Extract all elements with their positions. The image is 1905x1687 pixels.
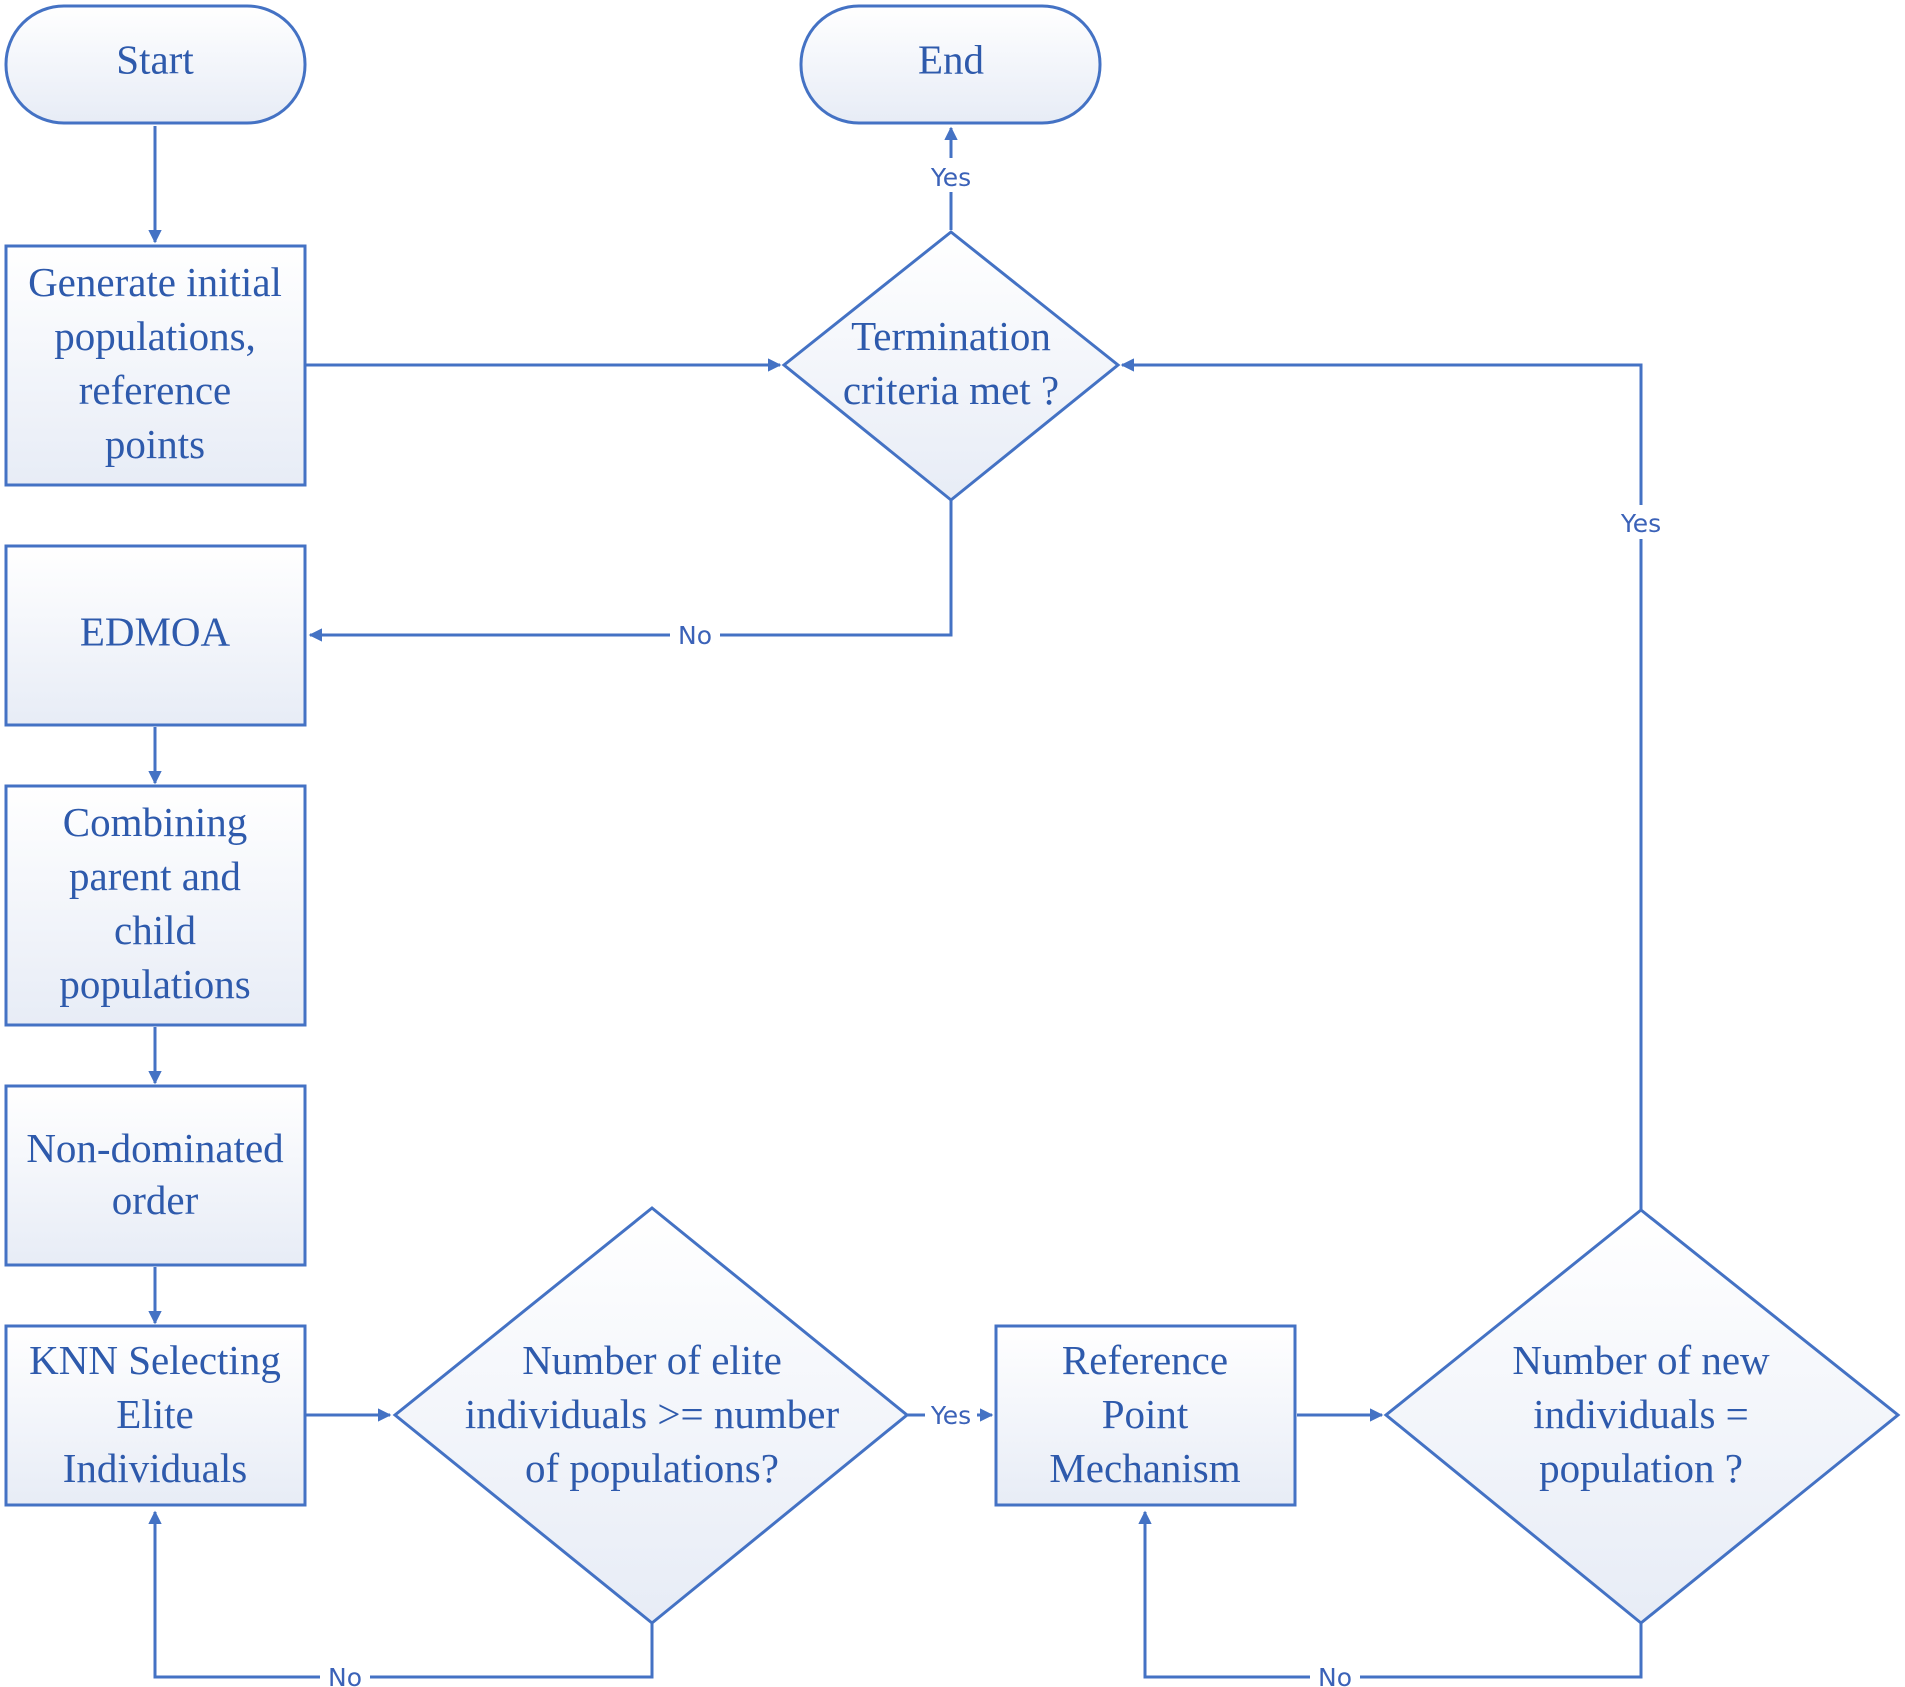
svg-text:End: End	[918, 36, 984, 82]
svg-text:Individuals: Individuals	[63, 1445, 247, 1491]
edge-elitecheck-knn	[148, 1510, 654, 1679]
edge-labels: Yes No Yes Yes No No	[320, 158, 1667, 1687]
svg-text:individuals =: individuals =	[1533, 1391, 1749, 1437]
newind-check-decision: Number of new individuals = population ?	[1383, 1208, 1901, 1625]
refpoint-node: Reference Point Mechanism	[994, 1324, 1297, 1507]
svg-text:Point: Point	[1102, 1391, 1189, 1437]
svg-text:child: child	[114, 907, 196, 953]
edge-newcheck-termination	[1120, 358, 1643, 1210]
edge-newcheck-refpoint	[1138, 1510, 1643, 1679]
svg-text:Mechanism: Mechanism	[1049, 1445, 1240, 1491]
svg-text:Start: Start	[116, 36, 194, 82]
end-node: End	[799, 4, 1102, 125]
svg-text:Reference: Reference	[1062, 1337, 1228, 1383]
svg-text:Elite: Elite	[116, 1391, 193, 1437]
svg-text:Number of elite: Number of elite	[522, 1337, 782, 1383]
label-termination-yes: Yes	[930, 163, 971, 192]
svg-text:Non-dominated: Non-dominated	[26, 1125, 283, 1171]
svg-text:population ?: population ?	[1539, 1445, 1743, 1491]
label-elitecheck-no: No	[328, 1663, 362, 1687]
svg-text:reference: reference	[79, 367, 231, 413]
label-newcheck-no: No	[1318, 1663, 1352, 1687]
svg-text:Combining: Combining	[63, 799, 248, 845]
svg-text:KNN Selecting: KNN Selecting	[29, 1337, 281, 1383]
svg-text:EDMOA: EDMOA	[80, 608, 231, 654]
svg-text:Number of new: Number of new	[1512, 1337, 1770, 1383]
knn-node: KNN Selecting Elite Individuals	[4, 1324, 307, 1507]
label-elitecheck-yes: Yes	[930, 1401, 971, 1430]
label-termination-no: No	[678, 621, 712, 650]
svg-text:populations,: populations,	[54, 313, 256, 359]
svg-text:points: points	[105, 421, 205, 467]
termination-decision: Termination criteria met ?	[781, 230, 1121, 502]
svg-text:individuals >= number: individuals >= number	[465, 1391, 840, 1437]
combining-node: Combining parent and child populations	[4, 784, 307, 1027]
elite-check-decision: Number of elite individuals >= number of…	[392, 1206, 910, 1625]
label-newcheck-yes: Yes	[1620, 509, 1661, 538]
connectors	[148, 126, 1643, 1679]
svg-text:populations: populations	[59, 961, 250, 1007]
generate-node: Generate initial populations, reference …	[4, 244, 307, 487]
nondominated-node: Non-dominated order	[4, 1084, 307, 1267]
start-node: Start	[4, 4, 307, 125]
edge-termination-edmoa	[308, 500, 953, 642]
svg-text:of populations?: of populations?	[525, 1445, 779, 1491]
svg-text:criteria met ?: criteria met ?	[843, 367, 1059, 413]
svg-text:Generate initial: Generate initial	[28, 259, 282, 305]
svg-text:order: order	[112, 1177, 199, 1223]
svg-text:Termination: Termination	[851, 313, 1051, 359]
svg-text:parent and: parent and	[69, 853, 241, 899]
edmoa-node: EDMOA	[4, 544, 307, 727]
